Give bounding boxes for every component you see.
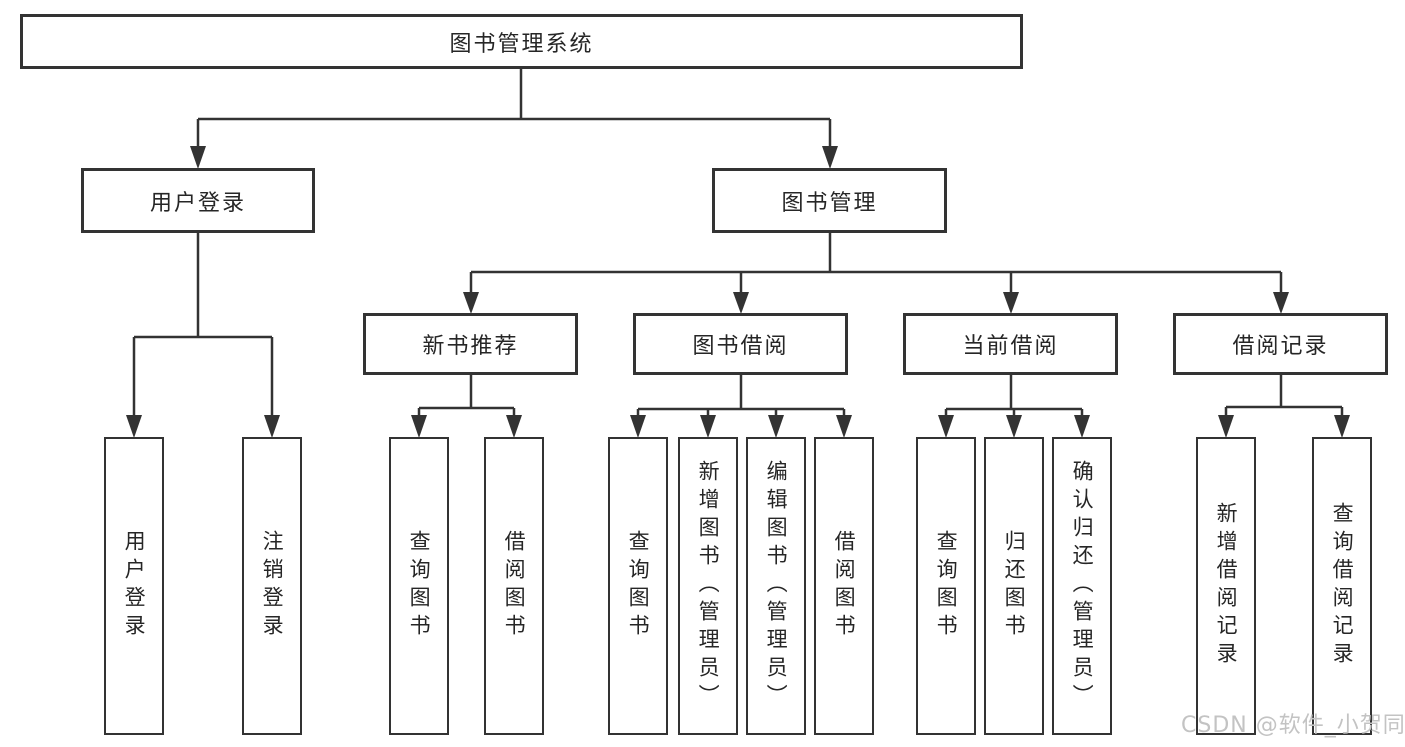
node-borrow-books: 借阅图书 — [814, 437, 874, 735]
connector-mgmt — [469, 233, 1283, 294]
csdn-watermark: CSDN @软件_小贺同学 — [1181, 713, 1405, 738]
node-label: 用户登录 — [149, 190, 246, 216]
node-query-books-recommend: 查询图书 — [389, 437, 449, 735]
node-query-books-current: 查询图书 — [916, 437, 976, 735]
node-label: 图书借阅 — [692, 334, 789, 359]
node-borrow-books-recommend: 借阅图书 — [484, 437, 544, 735]
node-edit-books-admin: 编辑图书（管理员） — [746, 437, 806, 735]
node-label: 借阅图书 — [832, 530, 857, 642]
node-label: 借阅图书 — [502, 530, 527, 642]
node-label: 当前借阅 — [962, 334, 1059, 359]
node-label: 图书管理系统 — [449, 31, 594, 57]
node-add-books-admin: 新增图书（管理员） — [678, 437, 738, 735]
node-current-borrowing: 当前借阅 — [903, 313, 1118, 375]
node-label: 借阅记录 — [1232, 334, 1329, 359]
node-query-books-borrowing: 查询图书 — [608, 437, 668, 735]
node-label: 图书管理 — [781, 190, 878, 216]
node-logout: 注销登录 — [242, 437, 302, 735]
connector-root — [196, 68, 832, 148]
connector-recommend-children — [417, 374, 516, 417]
node-label: 新增图书（管理员） — [696, 460, 721, 712]
node-confirm-return-admin: 确认归还（管理员） — [1052, 437, 1112, 735]
node-user-login-branch: 用户登录 — [81, 168, 315, 233]
node-new-book-recommend: 新书推荐 — [363, 313, 578, 375]
arrowheads — [126, 146, 1350, 438]
node-borrowing-records: 借阅记录 — [1173, 313, 1388, 375]
node-query-borrow-record: 查询借阅记录 — [1312, 437, 1372, 735]
connector-borrow-children — [636, 374, 846, 417]
connector-current-children — [944, 374, 1084, 417]
node-book-management-branch: 图书管理 — [712, 168, 947, 233]
connector-paths — [132, 68, 1344, 417]
node-add-borrow-record: 新增借阅记录 — [1196, 437, 1256, 735]
node-label: 查询图书 — [626, 530, 651, 642]
node-label: 查询图书 — [407, 530, 432, 642]
node-label: 用户登录 — [122, 530, 147, 642]
node-label: 归还图书 — [1002, 530, 1027, 642]
node-return-books: 归还图书 — [984, 437, 1044, 735]
node-library-management-system: 图书管理系统 — [20, 14, 1023, 69]
node-user-login: 用户登录 — [104, 437, 164, 735]
node-label: 新书推荐 — [422, 334, 519, 359]
node-label: 查询图书 — [934, 530, 959, 642]
node-label: 确认归还（管理员） — [1070, 460, 1095, 712]
node-book-borrowing: 图书借阅 — [633, 313, 848, 375]
node-label: 查询借阅记录 — [1330, 502, 1355, 670]
connector-records-children — [1224, 374, 1344, 417]
connector-login-children — [132, 232, 274, 417]
node-label: 注销登录 — [260, 530, 285, 642]
node-label: 新增借阅记录 — [1214, 502, 1239, 670]
node-label: 编辑图书（管理员） — [764, 460, 789, 712]
